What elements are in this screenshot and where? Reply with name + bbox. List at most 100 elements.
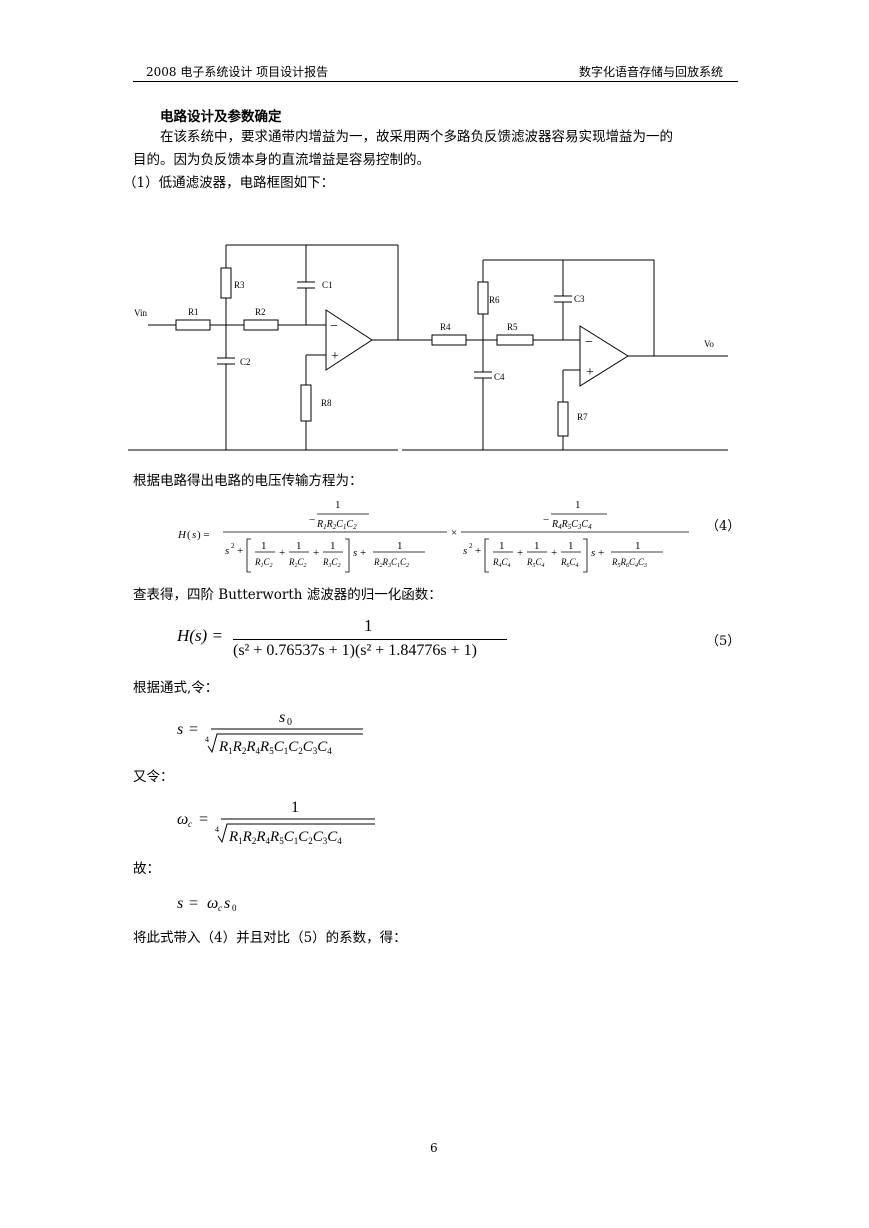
label-r8: R8 bbox=[321, 398, 332, 408]
label-r7: R7 bbox=[577, 412, 588, 422]
svg-text:+: + bbox=[551, 547, 557, 559]
svg-text:R5R6C4C3: R5R6C4C3 bbox=[611, 557, 647, 569]
svg-text:1: 1 bbox=[575, 499, 581, 511]
svg-text:R1R2R4R5C1C2C3C4: R1R2R4R5C1C2C3C4 bbox=[218, 739, 332, 756]
equation-4-number: （4） bbox=[706, 519, 741, 534]
op-amp-2-minus: − bbox=[585, 335, 593, 350]
resistor-r5 bbox=[496, 334, 534, 346]
svg-text:0: 0 bbox=[287, 717, 292, 728]
text-therefore: 故： bbox=[133, 861, 160, 877]
text-substitute: 将此式带入（4）并且对比（5）的系数，得： bbox=[133, 930, 407, 946]
label-c1: C1 bbox=[322, 280, 333, 290]
op-amp-1-plus: + bbox=[331, 349, 339, 364]
svg-text:R2R3C1C2: R2R3C1C2 bbox=[373, 557, 409, 569]
svg-text:s: s bbox=[463, 545, 467, 557]
text-general-formula: 根据通式,令： bbox=[133, 680, 219, 696]
op-amp-1-minus: − bbox=[330, 319, 338, 334]
header-rule bbox=[133, 81, 738, 82]
header-right: 数字化语音存储与回放系统 bbox=[578, 65, 723, 79]
svg-text:1: 1 bbox=[335, 499, 341, 511]
svg-text:s: s bbox=[177, 895, 183, 912]
resistor-r8 bbox=[300, 384, 312, 422]
svg-text:R4R5C3C4: R4R5C3C4 bbox=[551, 519, 592, 531]
label-r6: R6 bbox=[489, 295, 500, 305]
svg-text:(: ( bbox=[187, 529, 191, 541]
svg-text:0: 0 bbox=[232, 903, 237, 913]
text-transfer-equation: 根据电路得出电路的电压传输方程为： bbox=[133, 473, 363, 489]
svg-text:−: − bbox=[543, 514, 549, 526]
svg-text:R2C2: R2C2 bbox=[288, 557, 307, 569]
svg-text:=: = bbox=[199, 811, 208, 828]
svg-text:=: = bbox=[189, 721, 198, 738]
svg-text:s: s bbox=[591, 547, 595, 559]
equation-5-lhs: H(s) = bbox=[177, 626, 223, 645]
svg-text:H: H bbox=[177, 529, 187, 541]
resistor-r7 bbox=[557, 401, 569, 437]
svg-text:1: 1 bbox=[261, 540, 267, 552]
op-amp-1 bbox=[325, 309, 373, 371]
svg-text:+: + bbox=[475, 545, 481, 557]
text-butterworth-table: 查表得，四阶 Butterworth 滤波器的归一化函数： bbox=[133, 587, 442, 603]
equation-5-number: （5） bbox=[706, 634, 741, 649]
svg-text:1: 1 bbox=[296, 540, 302, 552]
svg-text:+: + bbox=[237, 545, 243, 557]
svg-text:1: 1 bbox=[330, 540, 336, 552]
svg-text:−: − bbox=[309, 514, 315, 526]
svg-text:R1C2: R1C2 bbox=[254, 557, 273, 569]
svg-text:R1R2C1C2: R1R2C1C2 bbox=[316, 519, 357, 531]
label-c4: C4 bbox=[494, 372, 505, 382]
section-title: 电路设计及参数确定 bbox=[160, 109, 282, 125]
svg-text:ω: ω bbox=[177, 811, 188, 828]
label-c3: C3 bbox=[574, 294, 585, 304]
label-vin: Vin bbox=[134, 308, 147, 318]
item-1-label: （1）低通滤波器，电路框图如下： bbox=[123, 175, 335, 191]
label-r2: R2 bbox=[255, 307, 266, 317]
svg-text:R5C4: R5C4 bbox=[526, 557, 545, 569]
paragraph-line-1: 在该系统中，要求通带内增益为一，故采用两个多路负反馈滤波器容易实现增益为一的 bbox=[160, 129, 673, 145]
resistor-r2 bbox=[243, 319, 279, 331]
equation-5-denominator: (s² + 0.76537s + 1)(s² + 1.84776s + 1) bbox=[233, 642, 477, 659]
svg-text:+: + bbox=[598, 547, 604, 559]
svg-text:+: + bbox=[313, 547, 319, 559]
text-also-let: 又令： bbox=[133, 769, 174, 785]
resistor-r3 bbox=[220, 267, 232, 299]
label-c2: C2 bbox=[240, 357, 251, 367]
svg-text:1: 1 bbox=[534, 540, 540, 552]
resistor-r1 bbox=[175, 319, 211, 331]
svg-text:2: 2 bbox=[231, 542, 235, 550]
lowpass-circuit-diagram: Vin R1 R2 R3 C1 C2 R8 R4 R5 R6 C3 C4 R7 … bbox=[128, 244, 728, 451]
svg-text:s: s bbox=[177, 721, 183, 738]
svg-text:s: s bbox=[224, 895, 230, 912]
equation-5-numerator: 1 bbox=[364, 616, 373, 635]
label-r3: R3 bbox=[234, 280, 245, 290]
svg-text:c: c bbox=[188, 819, 192, 829]
op-amp-2 bbox=[579, 325, 629, 387]
svg-text:=: = bbox=[189, 895, 198, 912]
svg-text:1: 1 bbox=[291, 799, 299, 816]
resistor-r6 bbox=[477, 281, 489, 315]
svg-text:R3C2: R3C2 bbox=[322, 557, 341, 569]
label-r4: R4 bbox=[440, 322, 451, 332]
svg-text:1: 1 bbox=[499, 540, 505, 552]
svg-text:+: + bbox=[517, 547, 523, 559]
svg-text:1: 1 bbox=[568, 540, 574, 552]
svg-text:+: + bbox=[279, 547, 285, 559]
svg-text:s: s bbox=[192, 529, 196, 541]
svg-text:+: + bbox=[360, 547, 366, 559]
equation-5-fraction-bar bbox=[233, 639, 507, 640]
svg-text:4: 4 bbox=[205, 735, 209, 744]
page-number: 6 bbox=[430, 1141, 438, 1155]
svg-text:s: s bbox=[279, 709, 285, 726]
svg-text:×: × bbox=[451, 527, 457, 539]
svg-text:) =: ) = bbox=[197, 529, 210, 541]
svg-text:1: 1 bbox=[635, 540, 641, 552]
svg-text:2: 2 bbox=[469, 542, 473, 550]
op-amp-2-plus: + bbox=[586, 365, 594, 380]
paragraph-line-2: 目的。因为负反馈本身的直流增益是容易控制的。 bbox=[133, 152, 430, 168]
svg-text:c: c bbox=[218, 903, 222, 913]
label-r1: R1 bbox=[188, 307, 199, 317]
